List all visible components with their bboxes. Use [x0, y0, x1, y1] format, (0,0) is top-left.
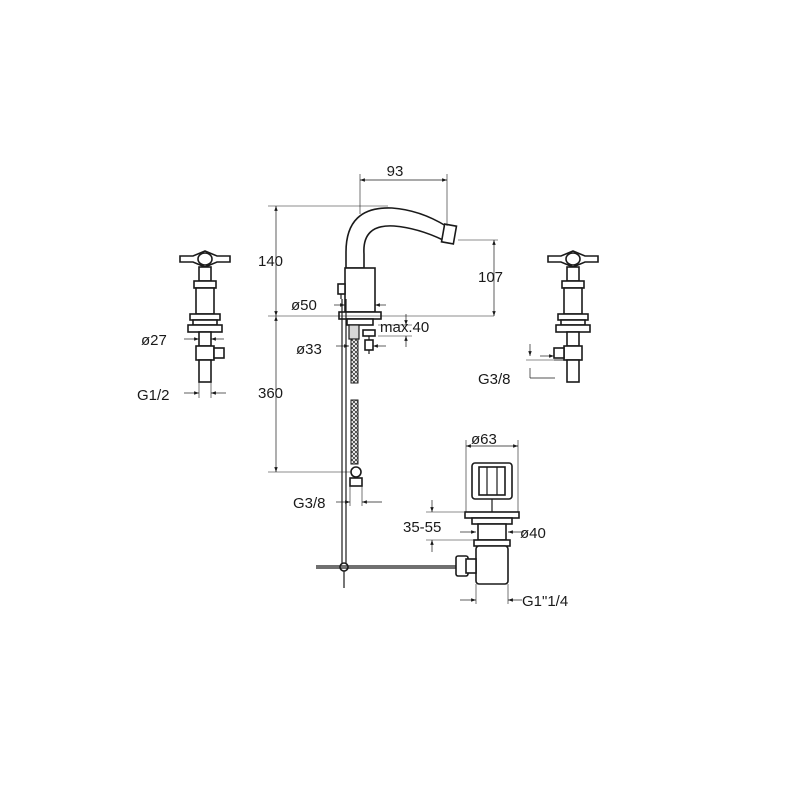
label-dia-63: ø63 [471, 431, 497, 448]
label-thread-right: G3/8 [478, 371, 511, 388]
label-thread-waste: G1"1/4 [522, 593, 568, 610]
label-dia-33: ø33 [296, 341, 322, 358]
left-valve [179, 250, 231, 383]
dimension-lines [184, 174, 566, 604]
label-thread-left: G1/2 [137, 387, 170, 404]
label-range-35-55: 35-55 [403, 519, 441, 536]
label-thread-spout: G3/8 [293, 495, 326, 512]
label-dia-50: ø50 [291, 297, 317, 314]
label-dia-40: ø40 [520, 525, 546, 542]
waste-fitting [455, 462, 520, 585]
label-height-107: 107 [478, 269, 503, 286]
label-dia-27: ø27 [141, 332, 167, 349]
right-valve [547, 250, 599, 383]
spout-body [316, 207, 458, 588]
label-height-140: 140 [258, 253, 283, 270]
label-width-93: 93 [387, 163, 404, 180]
label-max-40: max.40 [380, 319, 429, 336]
label-height-360: 360 [258, 385, 283, 402]
